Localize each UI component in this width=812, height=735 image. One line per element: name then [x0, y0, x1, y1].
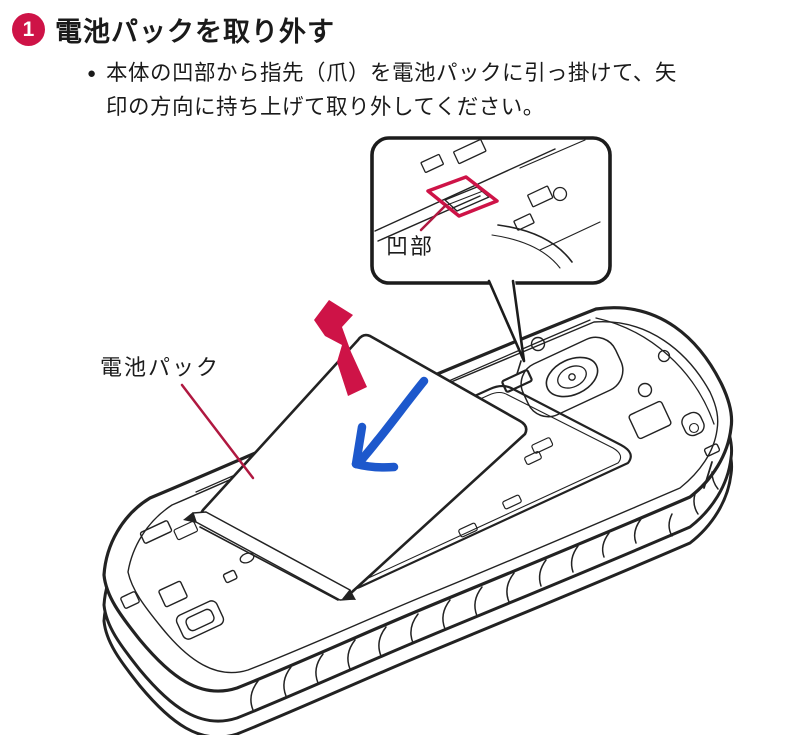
recess-highlight	[426, 175, 499, 218]
battery-label-leader	[180, 383, 255, 480]
step-number-badge: 1	[12, 13, 45, 46]
recess	[501, 360, 533, 393]
recess-label-leader	[419, 203, 448, 232]
inset-callout	[370, 136, 612, 363]
lift-arrow-icon	[314, 300, 367, 396]
instruction-line: ● 本体の凹部から指先（爪）を電池パックに引っ掛けて、矢	[87, 56, 778, 90]
instruction-list: ● 本体の凹部から指先（爪）を電池パックに引っ掛けて、矢 印の方向に持ち上げて取り…	[87, 56, 778, 124]
grip-ribs	[250, 471, 719, 711]
recess-label: 凹部	[386, 234, 435, 259]
screw	[530, 336, 546, 352]
instruction-line: 印の方向に持ち上げて取り外してください。	[106, 90, 778, 124]
callout-tail	[487, 279, 526, 363]
bullet-icon: ●	[87, 65, 97, 82]
direction-arrow-icon	[351, 376, 429, 472]
step-title: 電池パックを取り外す	[55, 17, 335, 47]
instruction-text-2: 印の方向に持ち上げて取り外してください。	[106, 95, 545, 119]
screw	[637, 382, 653, 398]
battery-pack-label: 電池パック	[100, 355, 221, 380]
camera	[520, 336, 624, 418]
instruction-text-1: 本体の凹部から指先（爪）を電池パックに引っ掛けて、矢	[106, 61, 677, 85]
step-header: 1 電池パックを取り外す	[12, 10, 335, 49]
